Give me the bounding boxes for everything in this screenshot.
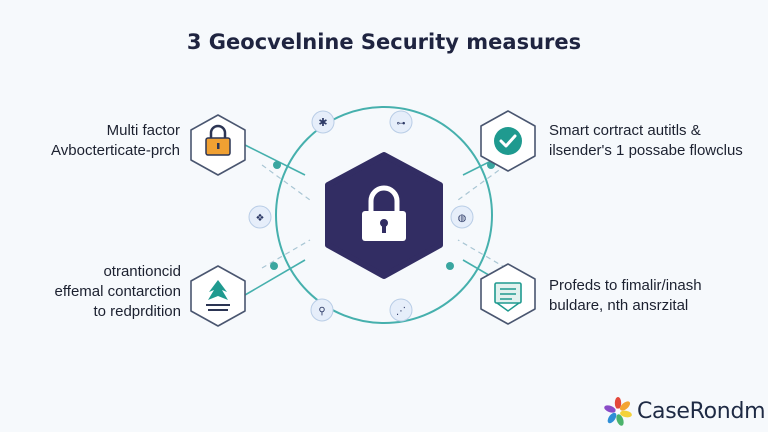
center-hexagon [325,152,443,279]
dashed-lines [261,164,507,269]
label-bottom-right-line2: buldare, nth ansrzital [549,297,689,314]
ring-node-bottom-left[interactable]: ⚲ [310,298,334,322]
label-bottom-left-line1: otrantioncid [103,263,181,280]
label-top-right-line1: Smart cortract autitls & [549,122,701,139]
node-bottom-left[interactable] [190,265,246,327]
label-top-left-line2: Avbocterticate-prch [51,142,180,159]
ring-node-bottom-right[interactable]: ⋰ [389,298,413,322]
svg-text:⊶: ⊶ [397,119,406,129]
label-bottom-left-line2: effemal contarction [54,283,181,300]
label-bottom-right: Profeds to fimalir/inash buldare, nth an… [549,276,702,316]
ring-node-top-right[interactable]: ⊶ [389,110,413,134]
brand-flower-icon [604,397,632,426]
padlock-icon [362,185,406,241]
svg-text:⚲: ⚲ [318,306,325,317]
svg-text:⋰: ⋰ [396,306,406,317]
node-top-left[interactable] [190,114,246,176]
outer-ring [275,106,493,324]
label-top-right: Smart cortract autitls & ilsender's 1 po… [549,121,743,161]
padlock-icon [205,124,231,156]
brand-logo: CaseRondm [603,396,766,426]
document-icon [494,282,522,312]
label-top-left-line1: Multi factor [106,122,180,139]
page-title: 3 Geocvelnine Security measures [186,30,582,54]
ring-node-left[interactable]: ❖ [248,205,272,229]
brand-name: CaseRondm [637,398,766,424]
label-top-right-line2: ilsender's 1 possabe flowclus [549,142,743,159]
label-bottom-left: otrantioncid effemal contarction to redp… [55,262,181,322]
svg-text:❖: ❖ [256,213,265,224]
svg-text:✱: ✱ [318,116,327,129]
label-top-left: Multi factor Avbocterticate-prch [51,121,180,161]
label-bottom-right-line1: Profeds to fimalir/inash [549,277,702,294]
ring-node-top-left[interactable]: ✱ [311,110,335,134]
tree-icon [206,280,230,311]
node-bottom-right[interactable] [480,263,536,325]
label-bottom-left-line3: to redprdition [93,303,181,320]
checkmark-icon [494,127,522,155]
node-top-right[interactable] [480,110,536,172]
ring-node-right[interactable]: ◍ [450,205,474,229]
svg-text:◍: ◍ [458,213,467,224]
